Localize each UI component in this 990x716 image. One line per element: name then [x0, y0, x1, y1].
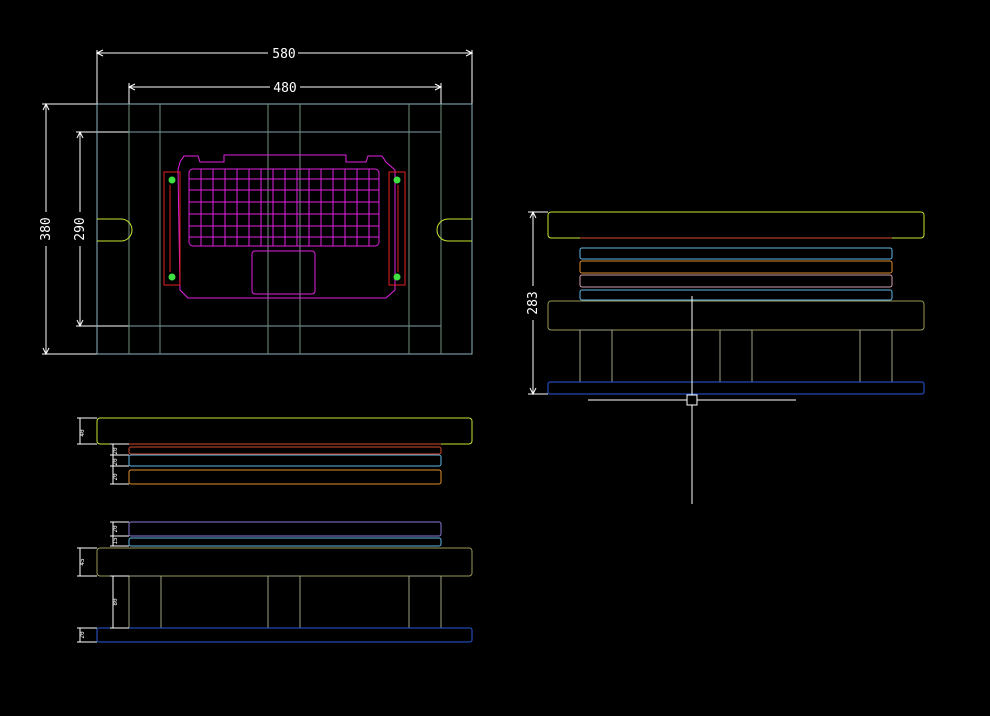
top-view[interactable]: 580 480 380 290 — [38, 46, 474, 356]
dim-upper-plate-2-label: 20 — [112, 458, 119, 466]
dimension-upper-stack — [77, 417, 129, 485]
crosshair-cursor[interactable] — [588, 296, 796, 504]
locating-pins — [168, 176, 401, 281]
front-cyan-plate[interactable] — [579, 247, 893, 260]
side-view-lower[interactable]: 20 15 45 80 20 — [77, 521, 473, 643]
dim-inner-height-label: 290 — [73, 217, 88, 240]
dim-upper-plate-3-label: 20 — [112, 473, 119, 481]
dim-front-height-label: 283 — [526, 291, 541, 314]
dim-lower-legs-label: 80 — [112, 598, 119, 606]
dim-upper-top-plate-label: 40 — [79, 429, 86, 437]
dim-overall-height-label: 380 — [39, 217, 54, 240]
upper-orange-plate[interactable] — [128, 469, 442, 485]
lower-cyan-plate[interactable] — [128, 537, 442, 547]
dim-inner-width-label: 480 — [273, 81, 296, 96]
keyboard-keys-grid — [189, 169, 379, 246]
left-handle-slot[interactable] — [97, 218, 133, 242]
keyboard-topcase-outline[interactable] — [177, 154, 396, 299]
front-bottom-plate[interactable] — [547, 381, 925, 395]
side-view-upper[interactable]: 40 20 20 20 — [77, 417, 473, 485]
top-leg-outlines — [128, 104, 442, 354]
dimension-lower-stack — [77, 521, 129, 643]
dim-lower-plate-a-label: 20 — [112, 525, 119, 533]
upper-cyan-plate[interactable] — [128, 454, 442, 467]
dim-lower-plate-b-label: 15 — [112, 537, 119, 545]
top-outer-frame[interactable] — [96, 103, 473, 355]
front-orange-plate[interactable] — [579, 260, 893, 274]
dim-lower-base-plate-label: 45 — [79, 558, 86, 566]
lower-bottom-plate[interactable] — [96, 627, 473, 643]
dim-upper-plate-1-label: 20 — [112, 447, 119, 455]
front-pink-plate[interactable] — [579, 274, 893, 288]
dim-lower-bottom-plate-label: 20 — [79, 631, 86, 639]
lower-purple-plate[interactable] — [128, 521, 442, 537]
upper-red-plate[interactable] — [128, 446, 442, 455]
dim-overall-width-label: 580 — [272, 47, 295, 62]
right-guide-rail[interactable] — [388, 171, 406, 286]
left-guide-rail[interactable] — [163, 171, 181, 286]
front-cyan-plate-2[interactable] — [579, 289, 893, 301]
right-handle-slot[interactable] — [436, 218, 472, 242]
front-view[interactable]: 283 — [525, 210, 925, 396]
